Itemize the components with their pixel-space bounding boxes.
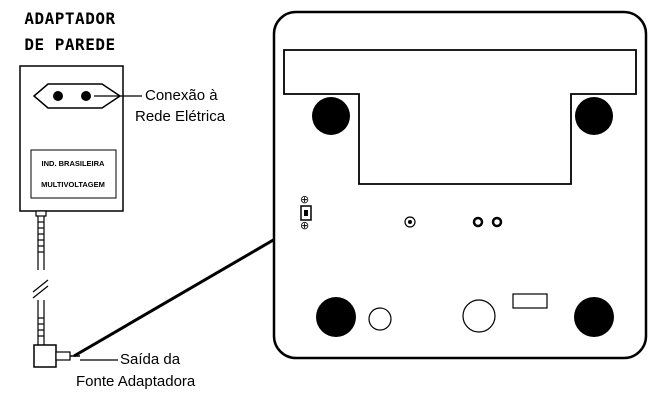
adapter-plate-line2: MULTIVOLTAGEM: [41, 180, 105, 189]
plug-pin-right: [81, 91, 91, 101]
mains-connection-label-line1: Conexão à: [145, 87, 218, 104]
output-connector: [33, 344, 57, 368]
foot-top-right: [575, 97, 613, 135]
small-round-opening: [368, 307, 392, 331]
adapter-title-line2: DE PAREDE: [24, 35, 116, 54]
foot-bottom-right: [574, 297, 614, 337]
plug-face: [32, 83, 122, 109]
mains-connection-label-line2: Rede Elétrica: [135, 108, 226, 125]
wall-adapter: [19, 65, 124, 368]
device-base: [272, 10, 648, 360]
polarity-symbol-top: ⊕: [300, 193, 310, 206]
output-connector-tip: [55, 351, 71, 361]
hole-left: [472, 216, 484, 228]
large-round-opening: [462, 299, 496, 333]
adapter-plate-line1: IND. BRASILEIRA: [41, 159, 105, 168]
adapter-label-plate: [30, 149, 117, 199]
output-label-line2: Fonte Adaptadora: [76, 373, 196, 390]
connection-arrow: [73, 226, 295, 358]
hole-right: [491, 216, 503, 228]
foot-bottom-left: [316, 297, 356, 337]
rect-slot: [512, 293, 548, 309]
adapter-cable: [32, 210, 49, 345]
output-label-line1: Saída da: [120, 351, 181, 368]
plug-pin-left: [53, 91, 63, 101]
adapter-title-line1: ADAPTADOR: [24, 9, 116, 28]
device-stand-recess: [283, 49, 637, 185]
foot-top-left: [312, 97, 350, 135]
polarity-symbol-bottom: ⊕: [300, 219, 310, 232]
